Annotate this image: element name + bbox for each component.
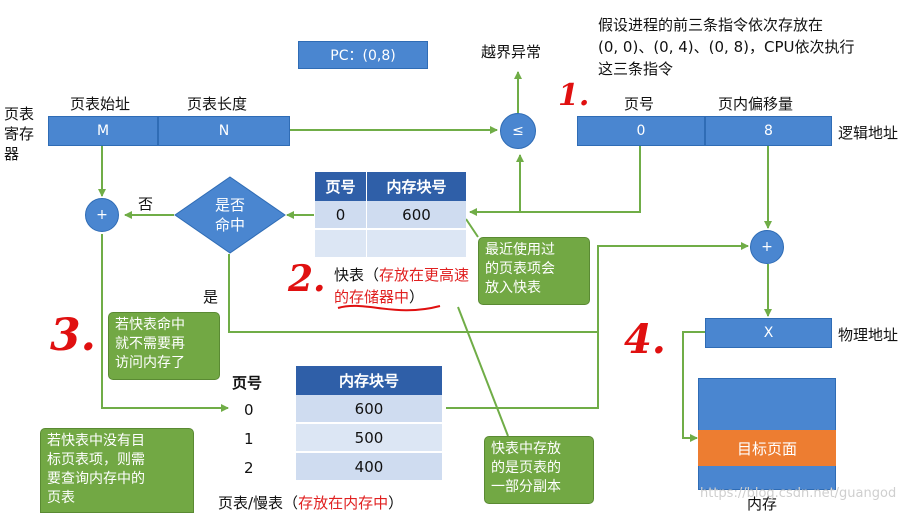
instruction-note-line: 假设进程的前三条指令依次存放在 (598, 16, 824, 34)
page-table-cell: 500 (296, 424, 442, 453)
target-page: 目标页面 (698, 430, 836, 466)
callout-tlb-hit: 若快表命中 就不需要再 访问内存了 (108, 312, 220, 380)
hit-decision: 是否 命中 (174, 176, 286, 254)
tlb-table: 页号 内存块号 0 600 (315, 172, 466, 259)
page-register-label-line: 寄存 (4, 125, 35, 143)
page-number-header: 页号 (624, 95, 655, 113)
callout-line: 一部分副本 (491, 479, 561, 495)
step-mark-2: 2. (288, 258, 326, 300)
page-table-cell: 600 (296, 395, 442, 424)
callout-line: 最近使用过 (485, 242, 555, 258)
logical-page-cell: 0 (577, 116, 705, 146)
page-table-start-header: 页表始址 (70, 95, 131, 113)
tlb-row (315, 230, 466, 259)
decision-text: 是否 命中 (174, 195, 286, 235)
logical-offset-cell: 8 (705, 116, 832, 146)
page-table-caption-prefix: 页表/慢表（ (218, 494, 299, 512)
pc-box: PC：(0,8) (298, 41, 428, 69)
instruction-note: 假设进程的前三条指令依次存放在 (0, 0)、(0, 4)、(0, 8)，CPU… (598, 14, 854, 80)
callout-line: 的是页表的 (491, 460, 561, 476)
tlb-cell: 600 (367, 201, 466, 230)
comparator-circle: ≤ (500, 113, 536, 149)
tlb-caption-prefix: 快表（ (334, 266, 380, 284)
physical-address-label: 物理地址 (838, 326, 899, 344)
physical-adder: + (750, 230, 784, 264)
page-table-caption: 页表/慢表（存放在内存中） (218, 492, 403, 513)
callout-line: 访问内存了 (115, 355, 185, 371)
callout-line: 快表中存放 (491, 441, 561, 457)
tlb-caption-highlight: 存放在更高速的存储器中 (334, 266, 470, 306)
tlb-caption: 快表（存放在更高速的存储器中） (334, 264, 474, 308)
overflow-label: 越界异常 (481, 43, 542, 61)
tlb-row: 0 600 (315, 201, 466, 230)
step-mark-1: 1. (558, 78, 590, 113)
watermark: https://blog.csdn.net/guangod (700, 486, 897, 501)
tlb-cell: 0 (315, 201, 367, 230)
instruction-note-line: (0, 0)、(0, 4)、(0, 8)，CPU依次执行 (598, 38, 855, 56)
page-table-length-header: 页表长度 (187, 95, 248, 113)
tlb-cell (315, 230, 367, 259)
page-offset-header: 页内偏移量 (718, 95, 794, 113)
tlb-caption-suffix: ） (409, 288, 425, 306)
page-table-adder: + (85, 198, 119, 232)
logical-address-label: 逻辑地址 (838, 124, 899, 142)
callout-line: 标页表项，则需 (47, 452, 145, 468)
page-register-label: 页表 寄存 器 (4, 104, 34, 164)
memory-label: 内存 (747, 495, 778, 513)
page-table-header-page: 页号 (232, 374, 263, 392)
page-table-header-block: 内存块号 (296, 366, 442, 395)
page-table-row-number: 1 (244, 430, 254, 448)
page-table-cell: 400 (296, 453, 442, 482)
tlb-cell (367, 230, 466, 259)
page-table-length-cell: N (158, 116, 290, 146)
page-register-label-line: 页表 (4, 105, 35, 123)
physical-address-cell: X (705, 318, 832, 348)
callout-line: 要查询内存中的 (47, 471, 145, 487)
callout-line: 若快表命中 (115, 317, 185, 333)
callout-line: 页表 (47, 490, 75, 506)
decision-yes-label: 是 (203, 288, 219, 306)
tlb-header-block: 内存块号 (367, 172, 466, 201)
tlb-header-page: 页号 (315, 172, 367, 201)
page-table-start-cell: M (48, 116, 158, 146)
decision-text-line: 是否 (214, 196, 245, 214)
page-table: 内存块号 600 500 400 (296, 366, 442, 482)
page-table-caption-suffix: ） (388, 494, 404, 512)
callout-recent-entries: 最近使用过 的页表项会 放入快表 (478, 237, 590, 305)
callout-line: 若快表中没有目 (47, 433, 145, 449)
page-register-label-line: 器 (4, 145, 20, 163)
callout-tlb-copy: 快表中存放 的是页表的 一部分副本 (484, 436, 594, 504)
decision-text-line: 命中 (214, 216, 245, 234)
page-table-row-number: 2 (244, 459, 254, 477)
step-mark-4: 4. (624, 316, 666, 363)
decision-no-label: 否 (138, 195, 154, 213)
callout-line: 放入快表 (485, 280, 541, 296)
page-table-caption-highlight: 存放在内存中 (298, 494, 389, 512)
decision-diamond (174, 176, 286, 254)
instruction-note-line: 这三条指令 (598, 60, 674, 78)
step-mark-3: 3. (50, 310, 96, 361)
page-table-row-number: 0 (244, 401, 254, 419)
callout-line: 的页表项会 (485, 261, 555, 277)
callout-line: 就不需要再 (115, 336, 185, 352)
callout-tlb-miss: 若快表中没有目 标页表项，则需 要查询内存中的 页表 (40, 428, 194, 513)
